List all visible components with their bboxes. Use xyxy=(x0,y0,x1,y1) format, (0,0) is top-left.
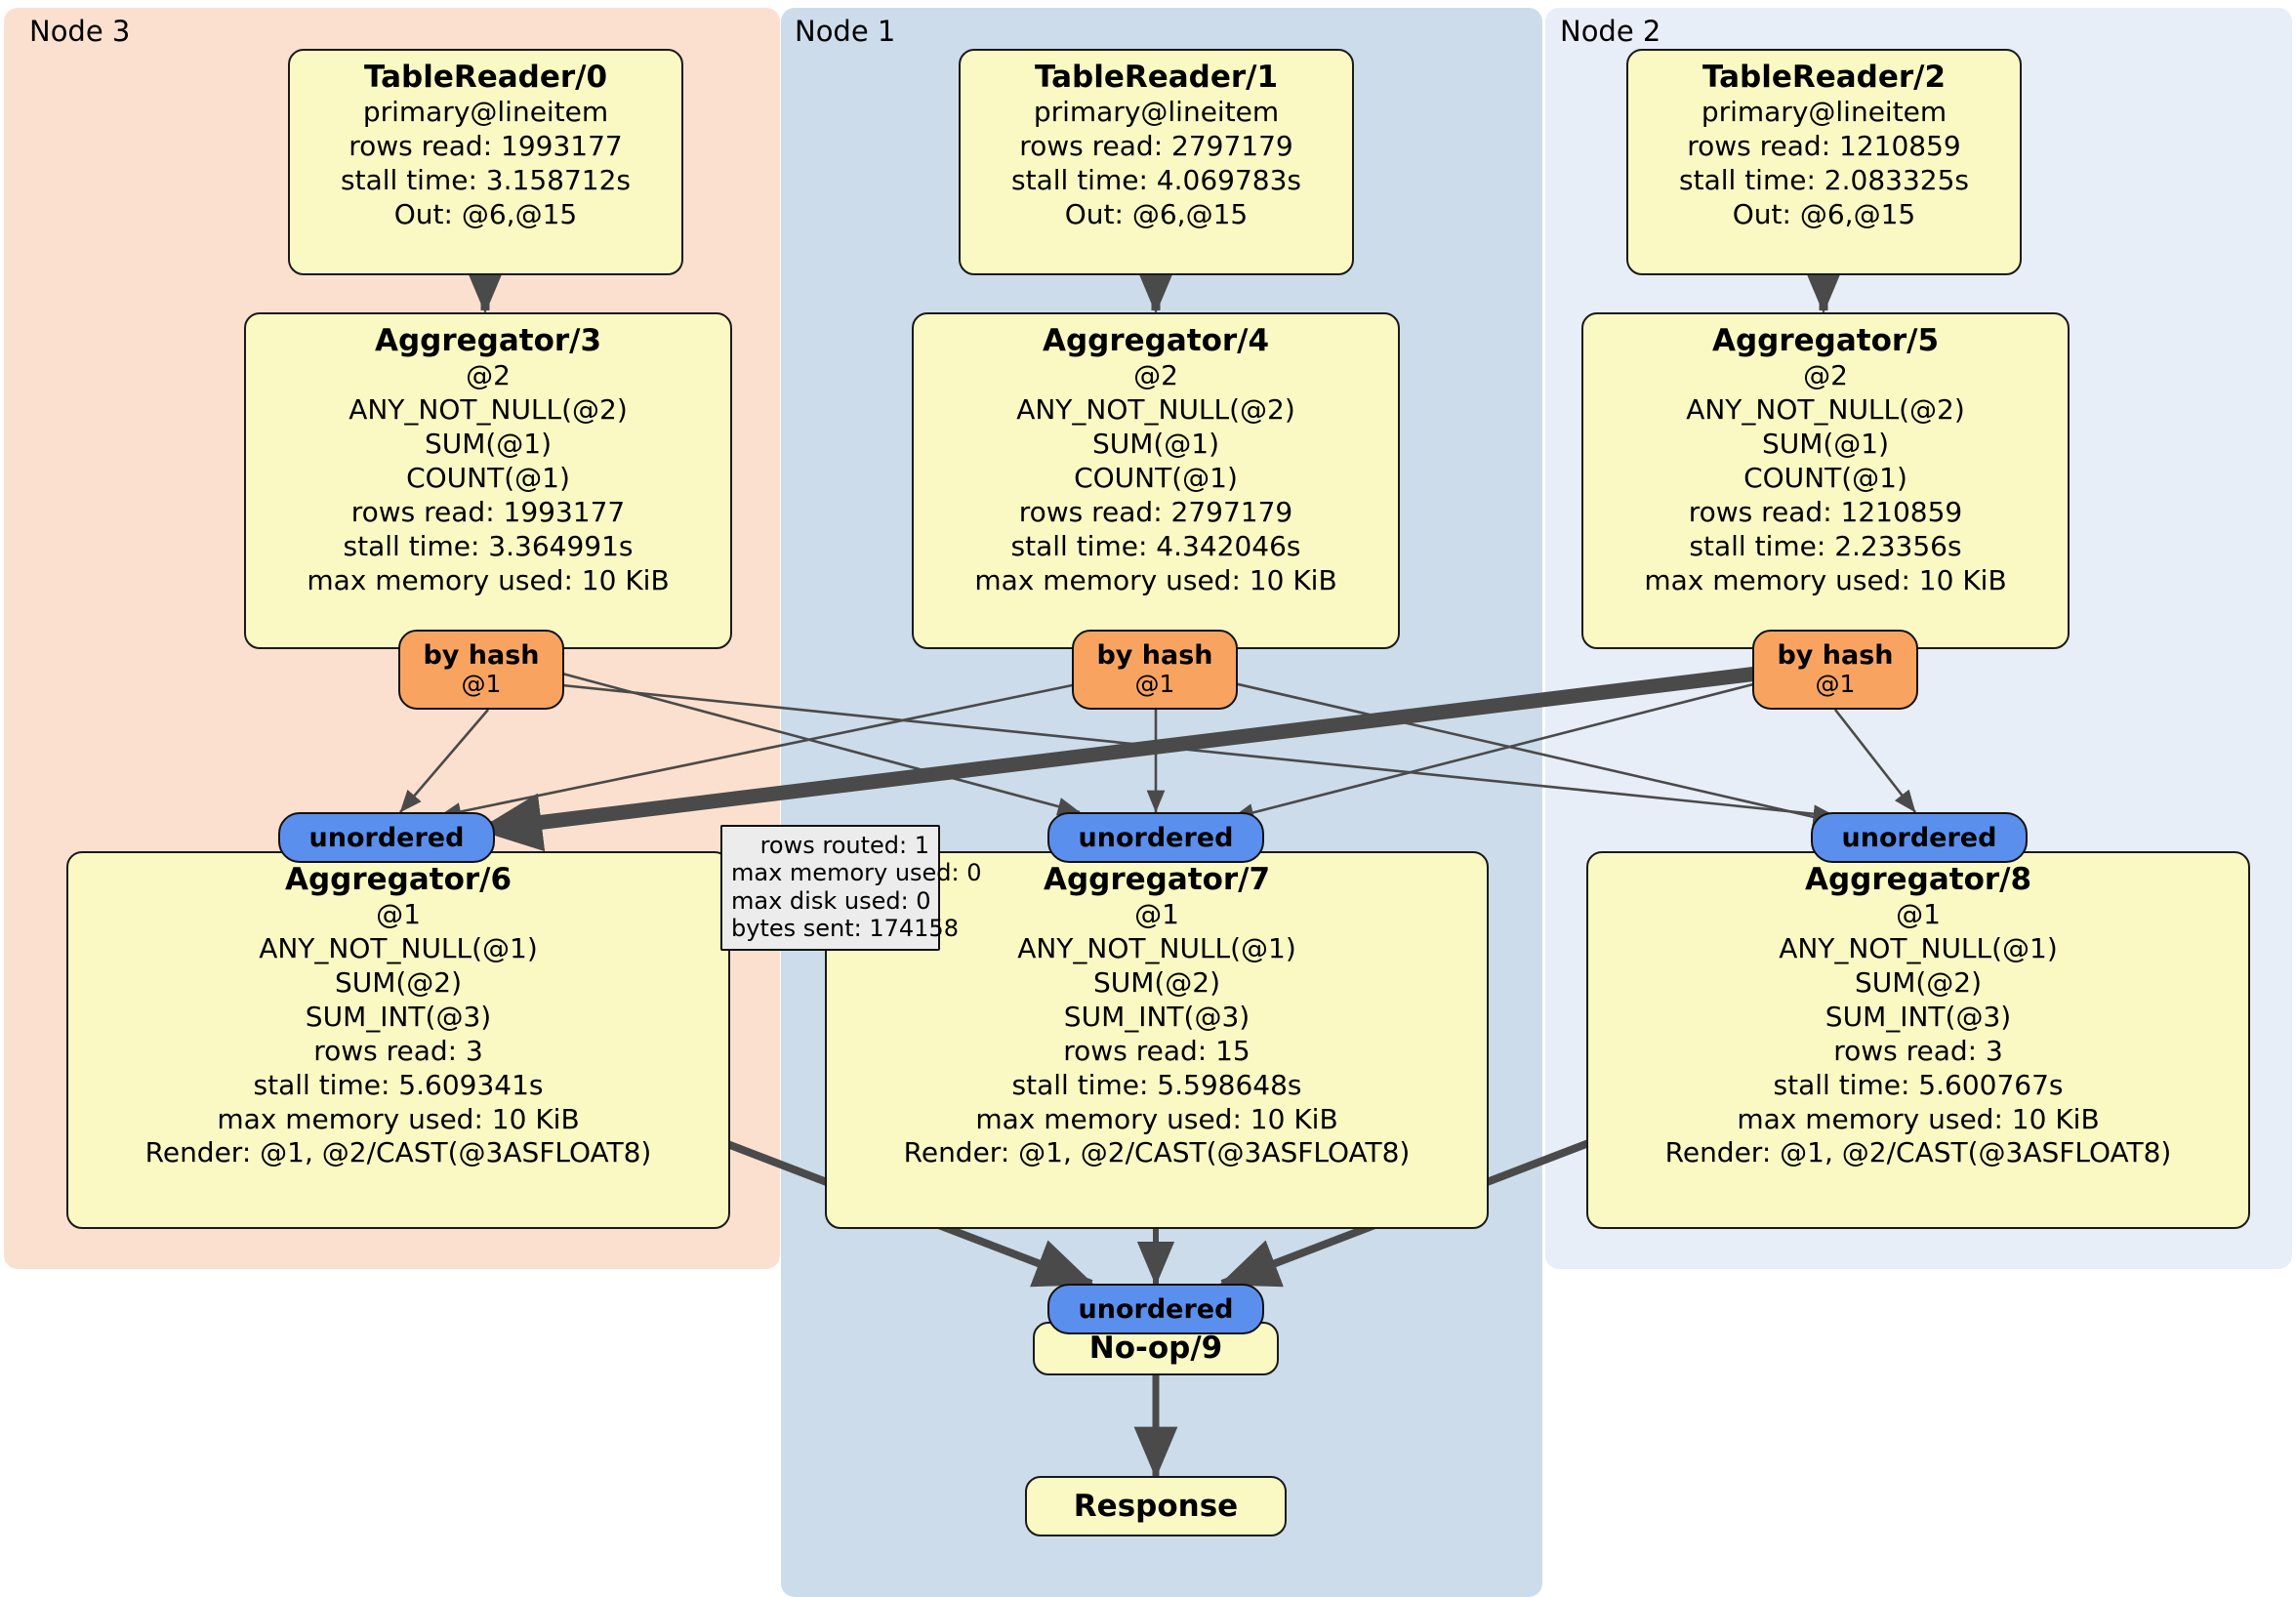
processor-detail-rows-read: rows read: 1993177 xyxy=(348,130,623,163)
processor-aggregator-5[interactable]: Aggregator/5 @2 ANY_NOT_NULL(@2) SUM(@1)… xyxy=(1581,312,2070,649)
processor-detail-stall-time: stall time: 3.364991s xyxy=(343,529,634,562)
processor-detail-max-memory: max memory used: 10 KiB xyxy=(1644,563,2007,596)
processor-detail-rows-read: rows read: 3 xyxy=(1833,1034,2003,1067)
processor-detail-agg-1: ANY_NOT_NULL(@2) xyxy=(1686,393,1965,427)
synchronizer-unordered-node-3[interactable]: unordered xyxy=(278,812,495,863)
processor-detail-group-col: @1 xyxy=(376,898,421,931)
processor-aggregator-8[interactable]: Aggregator/8 @1 ANY_NOT_NULL(@1) SUM(@2)… xyxy=(1586,851,2250,1229)
router-by-hash-node-1[interactable]: by hash @1 xyxy=(1072,630,1238,710)
router-title: by hash xyxy=(423,639,540,671)
router-column: @1 xyxy=(1815,670,1856,699)
processor-detail-group-col: @1 xyxy=(1896,898,1941,931)
processor-detail-stall-time: stall time: 5.609341s xyxy=(253,1068,544,1101)
processor-title: TableReader/1 xyxy=(1034,60,1279,95)
synchronizer-unordered-node-2[interactable]: unordered xyxy=(1811,812,2028,863)
processor-detail-agg-3: COUNT(@1) xyxy=(1743,462,1907,495)
processor-aggregator-3[interactable]: Aggregator/3 @2 ANY_NOT_NULL(@2) SUM(@1)… xyxy=(244,312,732,649)
processor-detail-max-memory: max memory used: 10 KiB xyxy=(1737,1102,2100,1135)
processor-detail-agg-1: ANY_NOT_NULL(@1) xyxy=(1017,932,1296,965)
processor-detail-agg-2: SUM(@1) xyxy=(1761,428,1890,461)
processor-detail-table: primary@lineitem xyxy=(1033,96,1280,129)
stats-bytes-sent: bytes sent: 174158 xyxy=(731,914,959,942)
processor-detail-stall-time: stall time: 5.598648s xyxy=(1011,1068,1302,1101)
processor-detail-agg-3: COUNT(@1) xyxy=(406,462,570,495)
processor-detail-stall-time: stall time: 3.158712s xyxy=(341,164,631,197)
processor-detail-agg-2: SUM(@2) xyxy=(334,966,463,1000)
processor-tablereader-1[interactable]: TableReader/1 primary@lineitem rows read… xyxy=(959,49,1354,275)
processor-detail-stall-time: stall time: 4.342046s xyxy=(1010,529,1301,562)
processor-title: Aggregator/7 xyxy=(1043,862,1271,897)
processor-detail-stall-time: stall time: 2.083325s xyxy=(1679,164,1969,197)
router-by-hash-node-2[interactable]: by hash @1 xyxy=(1752,630,1918,710)
processor-detail-agg-1: ANY_NOT_NULL(@1) xyxy=(259,932,538,965)
processor-detail-agg-3: COUNT(@1) xyxy=(1074,462,1238,495)
processor-detail-stall-time: stall time: 2.23356s xyxy=(1689,529,1962,562)
processor-detail-out: Out: @6,@15 xyxy=(1064,198,1249,231)
processor-title: No-op/9 xyxy=(1088,1331,1223,1367)
processor-title: Aggregator/3 xyxy=(374,323,602,358)
processor-detail-agg-3: SUM_INT(@3) xyxy=(305,1001,492,1034)
processor-detail-render: Render: @1, @2/CAST(@3ASFLOAT8) xyxy=(1664,1136,2172,1169)
stats-max-memory-used: max memory used: 0 xyxy=(731,859,982,887)
processor-detail-max-memory: max memory used: 10 KiB xyxy=(307,563,670,596)
processor-detail-rows-read: rows read: 1210859 xyxy=(1687,130,1961,163)
processor-title: Aggregator/5 xyxy=(1711,323,1940,358)
synchronizer-unordered-node-1[interactable]: unordered xyxy=(1047,812,1264,863)
processor-detail-agg-3: SUM_INT(@3) xyxy=(1824,1001,2012,1034)
cluster-label-node-3: Node 3 xyxy=(29,15,131,48)
processor-response[interactable]: Response xyxy=(1025,1476,1287,1536)
processor-title: TableReader/0 xyxy=(363,60,608,95)
processor-detail-rows-read: rows read: 1210859 xyxy=(1688,495,1963,528)
processor-detail-group-col: @2 xyxy=(466,359,511,392)
cluster-label-node-1: Node 1 xyxy=(795,15,896,48)
processor-aggregator-6[interactable]: Aggregator/6 @1 ANY_NOT_NULL(@1) SUM(@2)… xyxy=(66,851,730,1229)
processor-detail-rows-read: rows read: 2797179 xyxy=(1019,130,1293,163)
processor-detail-out: Out: @6,@15 xyxy=(1732,198,1916,231)
processor-detail-stall-time: stall time: 4.069783s xyxy=(1011,164,1301,197)
processor-tablereader-0[interactable]: TableReader/0 primary@lineitem rows read… xyxy=(288,49,683,275)
processor-detail-rows-read: rows read: 2797179 xyxy=(1018,495,1293,528)
processor-tablereader-2[interactable]: TableReader/2 primary@lineitem rows read… xyxy=(1626,49,2022,275)
processor-aggregator-4[interactable]: Aggregator/4 @2 ANY_NOT_NULL(@2) SUM(@1)… xyxy=(912,312,1400,649)
processor-detail-stall-time: stall time: 5.600767s xyxy=(1773,1068,2064,1101)
processor-detail-agg-1: ANY_NOT_NULL(@2) xyxy=(348,393,628,427)
processor-detail-out: Out: @6,@15 xyxy=(393,198,578,231)
processor-detail-group-col: @2 xyxy=(1803,359,1848,392)
router-column: @1 xyxy=(1134,670,1175,699)
router-title: by hash xyxy=(1096,639,1213,671)
processor-title: Response xyxy=(1073,1488,1239,1524)
processor-detail-agg-3: SUM_INT(@3) xyxy=(1063,1001,1250,1034)
processor-title: Aggregator/4 xyxy=(1042,323,1270,358)
stats-rows-routed: rows routed: 1 xyxy=(759,832,929,859)
processor-detail-max-memory: max memory used: 10 KiB xyxy=(975,1102,1338,1135)
processor-detail-render: Render: @1, @2/CAST(@3ASFLOAT8) xyxy=(903,1136,1411,1169)
cluster-label-node-2: Node 2 xyxy=(1560,15,1661,48)
processor-detail-agg-1: ANY_NOT_NULL(@1) xyxy=(1779,932,2058,965)
processor-detail-table: primary@lineitem xyxy=(1701,96,1948,129)
processor-detail-agg-2: SUM(@2) xyxy=(1092,966,1221,1000)
processor-detail-group-col: @1 xyxy=(1134,898,1179,931)
processor-detail-table: primary@lineitem xyxy=(362,96,609,129)
processor-detail-rows-read: rows read: 15 xyxy=(1063,1034,1250,1067)
processor-title: Aggregator/8 xyxy=(1804,862,2032,897)
processor-detail-rows-read: rows read: 1993177 xyxy=(350,495,626,528)
processor-detail-agg-1: ANY_NOT_NULL(@2) xyxy=(1016,393,1295,427)
processor-detail-render: Render: @1, @2/CAST(@3ASFLOAT8) xyxy=(144,1136,652,1169)
processor-title: TableReader/2 xyxy=(1702,60,1947,95)
processor-detail-agg-2: SUM(@1) xyxy=(424,428,553,461)
stats-max-disk-used: max disk used: 0 xyxy=(731,886,931,915)
stream-stats-tooltip: rows routed: 1 max memory used: 0 max di… xyxy=(720,825,982,952)
processor-detail-agg-2: SUM(@1) xyxy=(1091,428,1220,461)
processor-title: Aggregator/6 xyxy=(284,862,512,897)
router-title: by hash xyxy=(1777,639,1894,671)
processor-detail-agg-2: SUM(@2) xyxy=(1854,966,1983,1000)
router-by-hash-node-3[interactable]: by hash @1 xyxy=(398,630,564,710)
processor-detail-max-memory: max memory used: 10 KiB xyxy=(974,563,1337,596)
processor-detail-group-col: @2 xyxy=(1133,359,1178,392)
router-column: @1 xyxy=(461,670,502,699)
processor-detail-rows-read: rows read: 3 xyxy=(313,1034,483,1067)
processor-detail-max-memory: max memory used: 10 KiB xyxy=(217,1102,580,1135)
synchronizer-unordered-final[interactable]: unordered xyxy=(1047,1284,1264,1334)
